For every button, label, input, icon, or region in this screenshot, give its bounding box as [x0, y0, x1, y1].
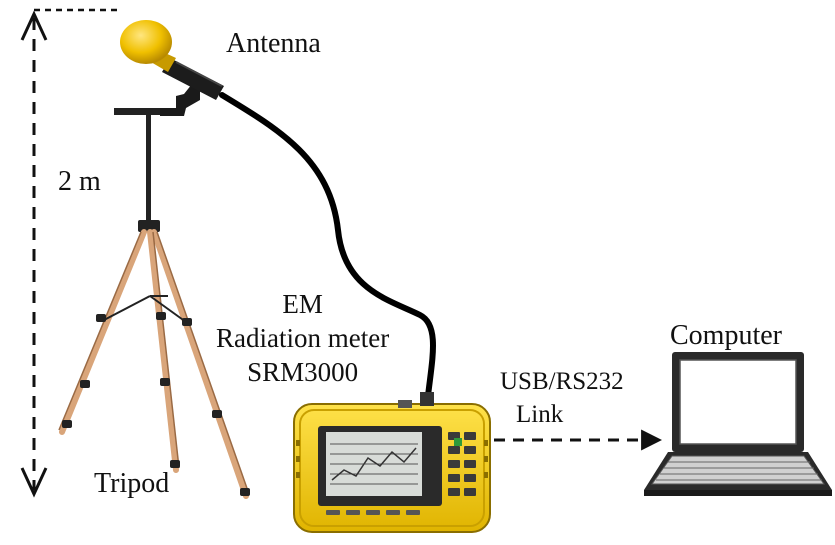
tripod-label: Tripod [94, 468, 170, 499]
radiation-meter-icon [293, 392, 491, 533]
height-label: 2 m [58, 166, 101, 197]
antenna-cable [219, 92, 436, 399]
laptop-icon [644, 352, 832, 496]
antenna-icon [120, 20, 224, 116]
link-label-line1: USB/RS232 [500, 368, 624, 395]
height-dimension-arrow [20, 8, 120, 498]
meter-label-line1: EM [282, 289, 323, 319]
tripod-icon [58, 108, 250, 499]
meter-label: EM Radiation meter SRM3000 [216, 288, 389, 389]
meter-label-line2: Radiation meter [216, 322, 390, 353]
antenna-label: Antenna [226, 28, 321, 59]
link-label: USB/RS232 Link [500, 366, 624, 431]
computer-label: Computer [670, 320, 782, 351]
link-label-line2: Link [516, 400, 564, 428]
meter-label-line3: SRM3000 [247, 356, 359, 387]
